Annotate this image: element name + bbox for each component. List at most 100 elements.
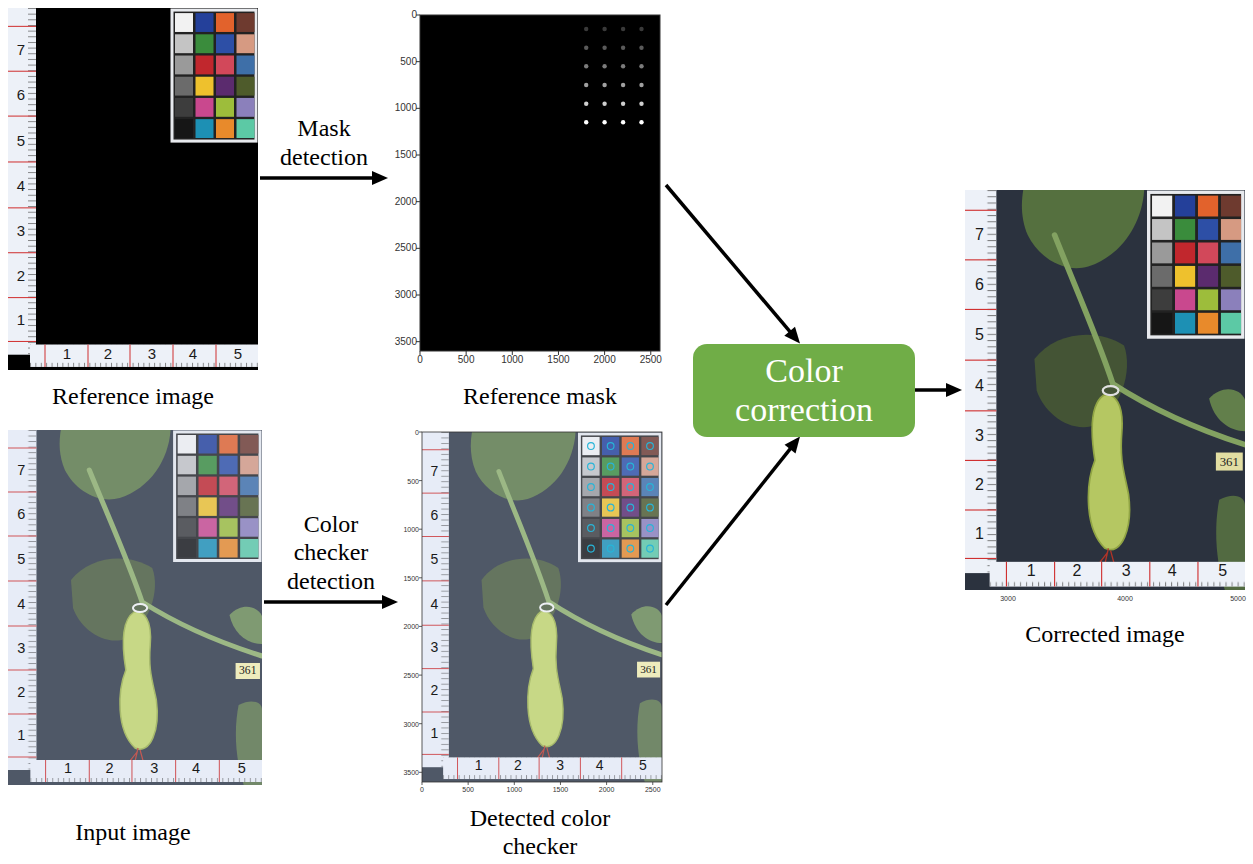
axis-tick: 2000	[403, 623, 419, 630]
axis-tick: 3000	[1000, 595, 1016, 602]
ruler-number: 1	[431, 726, 439, 740]
arrow-head	[372, 171, 388, 185]
axis-tick: 1500	[547, 355, 569, 365]
axis-tick: 2500	[403, 672, 419, 679]
axis-tick: 1500	[395, 150, 417, 160]
ruler-number: 3	[17, 223, 25, 238]
image-panel: Corrected image	[962, 186, 1250, 652]
axis-tick: 1500	[403, 574, 419, 581]
ruler-number: 1	[17, 312, 25, 327]
ruler-number: 4	[975, 378, 984, 394]
axis-tick: 1000	[403, 526, 419, 533]
flow-arrow	[260, 171, 388, 185]
axis-tick: 2000	[395, 197, 417, 207]
process-box: Color correction	[693, 344, 915, 437]
image-panel: Reference mask	[388, 6, 666, 415]
axis-tick: 2500	[645, 786, 661, 793]
ruler-number: 7	[17, 41, 25, 56]
axis-tick: 2500	[395, 243, 417, 253]
arrow-head	[382, 595, 398, 609]
axis-tick: 5000	[1230, 595, 1246, 602]
arrow-line	[264, 600, 388, 604]
ruler-number: 2	[104, 345, 112, 360]
axis-tick: 3000	[395, 290, 417, 300]
axis-tick: 2000	[599, 786, 615, 793]
ruler-number: 5	[1218, 563, 1227, 579]
axis-tick: 0	[417, 355, 423, 365]
ruler-number: 3	[148, 345, 156, 360]
axis-tick: 1000	[507, 786, 523, 793]
reference-photo	[8, 8, 258, 370]
axis-tick: 2000	[593, 355, 615, 365]
tag-number: 361	[239, 665, 256, 677]
ruler-number: 5	[975, 327, 984, 343]
ruler-number: 1	[17, 728, 25, 743]
axis-tick: 3000	[403, 720, 419, 727]
panel-caption: Input image	[13, 819, 253, 847]
axis-tick: 500	[462, 786, 474, 793]
axis-tick: 0	[420, 786, 424, 793]
ruler-number: 2	[1073, 563, 1082, 579]
axis-tick: 2500	[640, 355, 662, 365]
ruler-number: 1	[64, 761, 72, 776]
ruler-number: 5	[238, 761, 246, 776]
arrow-head	[784, 327, 800, 344]
ruler-number: 2	[514, 758, 522, 772]
panel-caption: Reference image	[13, 383, 253, 411]
axis-tick: 500	[407, 477, 419, 484]
arrow-line	[260, 176, 378, 180]
ruler-number: 4	[17, 178, 25, 193]
flow-arrow	[915, 383, 962, 397]
flow-arrow	[264, 595, 398, 609]
ruler-number: 2	[106, 761, 114, 776]
ruler-number: 4	[596, 758, 604, 772]
ruler-number: 5	[234, 345, 242, 360]
ruler-number: 5	[431, 552, 439, 566]
ruler-number: 6	[431, 508, 439, 522]
ruler-number: 3	[150, 761, 158, 776]
axis-tick: 500	[458, 355, 475, 365]
arrow-line	[666, 444, 794, 605]
ruler-number: 3	[556, 758, 564, 772]
ruler-number: 4	[1168, 563, 1177, 579]
axis-tick: 1500	[553, 786, 569, 793]
axis-tick: 500	[400, 57, 417, 67]
corrected-photo	[965, 190, 1245, 590]
ruler-number: 1	[1027, 563, 1036, 579]
ruler-number: 1	[63, 345, 71, 360]
detected-checker-plot	[419, 432, 662, 785]
ruler-number: 6	[975, 277, 984, 293]
ruler-number: 3	[1122, 563, 1131, 579]
ruler-number: 7	[17, 463, 25, 478]
ruler-number: 1	[975, 526, 984, 542]
arrow-label: Mask detection	[264, 114, 384, 172]
axis-tick: 1000	[501, 355, 523, 365]
ruler-number: 4	[192, 761, 200, 776]
axis-tick: 3500	[395, 337, 417, 347]
arrow-head	[946, 383, 962, 397]
ruler-number: 2	[431, 683, 439, 697]
axis-tick: 1000	[395, 103, 417, 113]
box-label: Color correction	[703, 351, 905, 429]
ruler-number: 3	[17, 641, 25, 656]
axis-tick: 0	[415, 429, 419, 436]
ruler-number: 7	[431, 464, 439, 478]
ruler-number: 2	[975, 477, 984, 493]
ruler-number: 5	[17, 552, 25, 567]
panel-caption: Corrected image	[970, 621, 1240, 649]
input-photo	[8, 430, 262, 785]
image-panel: Input image	[6, 428, 264, 850]
ruler-number: 7	[975, 227, 984, 243]
panel-caption: Reference mask	[410, 383, 670, 411]
axis-tick: 3500	[403, 769, 419, 776]
ruler-number: 2	[17, 268, 25, 283]
arrow-line	[666, 185, 794, 336]
ruler-number: 6	[17, 86, 25, 101]
tag-number: 361	[640, 664, 657, 675]
ruler-number: 5	[17, 132, 25, 147]
ruler-number: 4	[17, 597, 25, 612]
arrow-head	[785, 437, 800, 454]
panel-caption: Detected color checker	[453, 805, 628, 860]
